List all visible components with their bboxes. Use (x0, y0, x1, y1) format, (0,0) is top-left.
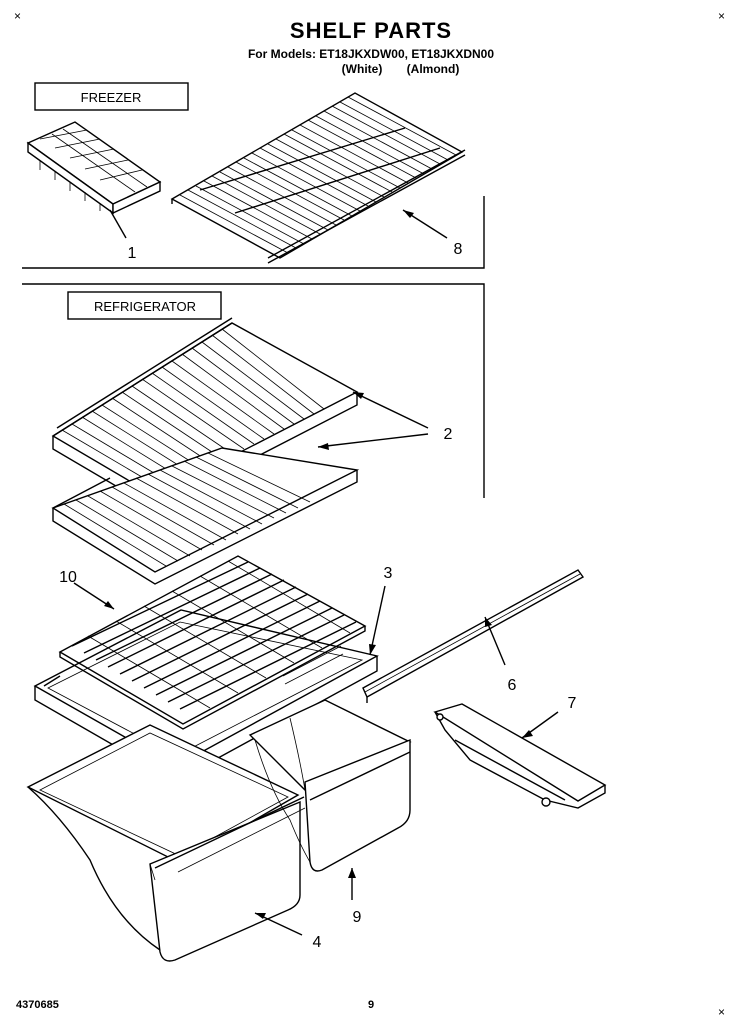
refrigerator-shelf-lower-part (51, 447, 360, 585)
freezer-frame (22, 196, 485, 269)
corner-mark: × (718, 1005, 725, 1019)
crisper-cover-grid-part: 10 (58, 555, 367, 730)
color-almond: (Almond) (407, 62, 460, 76)
page-number: 9 (368, 999, 374, 1011)
refrigerator-label-box (67, 291, 222, 320)
trim-strip-part: 6 (362, 569, 585, 703)
color-white: (White) (342, 62, 383, 76)
callout-1: 1 (128, 245, 137, 262)
refrigerator-frame (22, 283, 485, 498)
corner-mark: × (718, 9, 725, 23)
freezer-label-box (34, 82, 189, 111)
callout-2: 2 (444, 426, 453, 443)
part-number: 4370685 (16, 999, 59, 1011)
corner-mark: × (14, 9, 21, 23)
callout-3: 3 (384, 565, 393, 582)
models-line: For Models: ET18JKXDW00, ET18JKXDN00 (248, 47, 494, 61)
humidity-control-part: 7 (433, 695, 607, 809)
callout-10: 10 (59, 569, 77, 586)
callout-7: 7 (568, 695, 577, 712)
ice-tray-part: 1 (26, 121, 162, 262)
callout-4: 4 (313, 934, 322, 951)
refrigerator-section: REFRIGERATOR (22, 283, 485, 498)
crisper-drawer-right-part: 9 (248, 699, 412, 926)
callout-2-leaders: 2 (317, 391, 453, 450)
refrigerator-label: REFRIGERATOR (94, 299, 196, 314)
page-title: SHELF PARTS (290, 18, 452, 43)
freezer-section: FREEZER (22, 82, 485, 269)
crisper-drawer-left-part: 4 (26, 724, 322, 962)
refrigerator-shelf-upper-part (51, 317, 359, 510)
callout-8: 8 (454, 241, 463, 258)
callout-9: 9 (353, 909, 362, 926)
callout-6: 6 (508, 677, 517, 694)
freezer-wire-shelf-part: 8 (170, 92, 466, 264)
freezer-label: FREEZER (81, 90, 142, 105)
